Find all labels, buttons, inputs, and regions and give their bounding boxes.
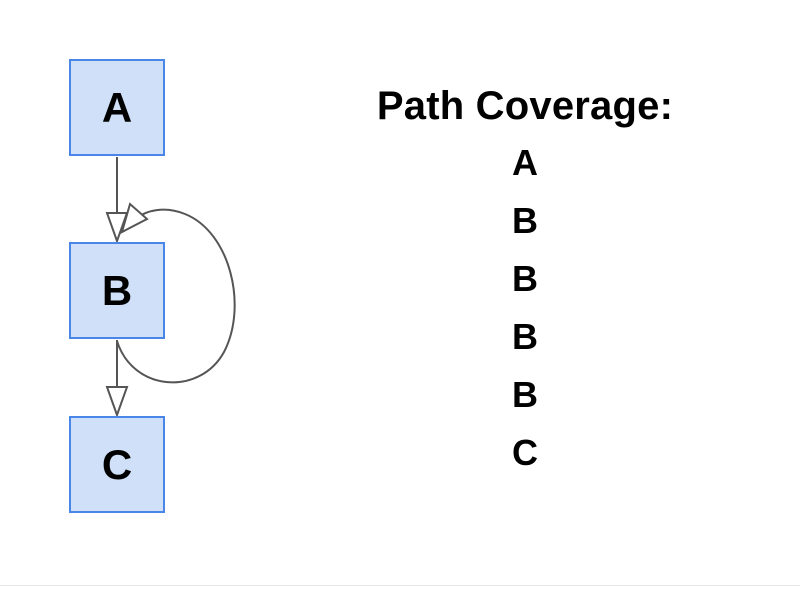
- edge-b-to-c-arrowhead: [105, 386, 129, 418]
- bottom-divider: [0, 585, 800, 586]
- node-a[interactable]: A: [69, 59, 165, 156]
- path-step: B: [512, 257, 538, 299]
- node-c[interactable]: C: [69, 416, 165, 513]
- node-c-label: C: [101, 440, 133, 488]
- path-step: C: [512, 431, 538, 473]
- edge-b-self-loop-arrowhead: [120, 202, 149, 234]
- path-coverage-list: A B B B B C: [330, 134, 720, 482]
- edge-a-to-b-arrowhead: [105, 212, 129, 244]
- node-b[interactable]: B: [69, 242, 165, 339]
- node-a-label: A: [101, 83, 133, 131]
- path-step: A: [512, 141, 538, 183]
- path-coverage-title: Path Coverage:: [376, 84, 674, 128]
- path-step: B: [512, 315, 538, 357]
- path-step: B: [512, 373, 538, 415]
- path-coverage-panel: Path Coverage: A B B B B C: [330, 84, 720, 482]
- path-step: B: [512, 199, 538, 241]
- node-b-label: B: [101, 266, 133, 314]
